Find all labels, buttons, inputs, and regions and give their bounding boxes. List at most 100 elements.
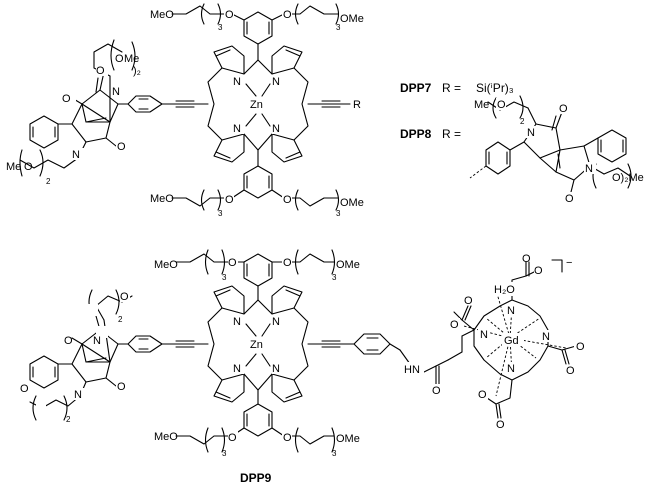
dpp8-o: O [565, 193, 574, 205]
top-peg-me: Me [124, 53, 139, 65]
bottom-peg-o: O [20, 383, 29, 395]
bottom-repeat-count: 3 [332, 273, 337, 282]
amide-hn: HN [404, 364, 420, 376]
bottom-repeat-count: 3 [332, 449, 337, 458]
top-dpp-n: N [112, 86, 120, 98]
dpp7-label: DPP7 [400, 81, 432, 95]
top-peg-repeat: 2 [46, 177, 51, 186]
dota-n: N [542, 331, 550, 343]
top-meso-phenyl-up [171, 3, 340, 61]
dpp8-label: DPP8 [400, 127, 432, 141]
bottom-ether-o: O [283, 257, 292, 269]
charge-label: − [566, 257, 572, 269]
dpp7-r-group: Si(ⁱPr)₃ [476, 81, 514, 95]
bottom-meso-phenyl-down [175, 389, 336, 453]
top-dpp-o: O [62, 93, 71, 105]
top-n-atom: N [272, 123, 280, 135]
bottom-n-atom: N [272, 363, 280, 375]
top-zn-atom: Zn [250, 99, 263, 111]
top-dpp-n: N [72, 149, 80, 161]
bottom-molecule: N N N N Zn MeO O O 3 3 OMe [20, 249, 585, 485]
water-ligand: H₂O [494, 284, 515, 296]
top-ome-label: OMe [340, 197, 364, 209]
dpp8-r-structure [469, 95, 632, 197]
dota-o: O [478, 389, 487, 401]
bottom-dpp-o: O [117, 381, 126, 393]
dota-n: N [507, 363, 515, 375]
top-n-atom: N [233, 123, 241, 135]
bottom-ether-o: O [228, 432, 237, 444]
dpp8-n: N [585, 163, 593, 175]
amide-o: O [432, 385, 441, 397]
r-group-label: R [353, 99, 361, 111]
dpp8-peg-o: O [497, 99, 506, 111]
top-repeat-count: 3 [218, 23, 223, 32]
top-ome-label: OMe [340, 13, 364, 25]
dpp9-label: DPP9 [240, 471, 272, 485]
top-peg-o: O [24, 161, 33, 173]
top-molecule: N N N N Zn MeO O O 3 3 OMe [6, 3, 364, 218]
bottom-ome-label: OMe [336, 259, 360, 271]
top-ether-o: O [283, 9, 292, 21]
dpp7-r-prefix: R = [442, 81, 461, 95]
bottom-meso-phenyl-up [175, 249, 336, 301]
top-meo-label: MeO [150, 9, 174, 21]
dota-n: N [507, 305, 515, 317]
dota-o: O [496, 419, 505, 431]
bottom-meo-label: MeO [154, 431, 178, 443]
dpp8-me: Me [474, 99, 489, 111]
top-peg-me: Me [6, 161, 21, 173]
top-peg-repeat: )₂ [133, 65, 141, 77]
bottom-meo-label: MeO [154, 259, 178, 271]
top-left-alkyne [117, 95, 209, 113]
bottom-n-atom: N [233, 316, 241, 328]
top-n-atom: N [272, 76, 280, 88]
bottom-right-linker [307, 329, 475, 385]
dota-o: O [566, 365, 575, 377]
top-repeat-count: 3 [336, 23, 341, 32]
bottom-ether-o: O [228, 257, 237, 269]
bottom-repeat-count: 3 [222, 449, 227, 458]
dpp8-o: O [559, 103, 568, 115]
top-repeat-count: 3 [336, 209, 341, 218]
top-right-alkyne [307, 100, 351, 108]
bottom-n-atom: N [272, 316, 280, 328]
bottom-dpp-o: O [64, 335, 73, 347]
bottom-ether-o: O [283, 432, 292, 444]
top-repeat-count: 3 [218, 209, 223, 218]
bottom-dpp-n: N [74, 389, 82, 401]
dpp8-peg-repeat: 2 [520, 117, 525, 126]
top-meo-label: MeO [150, 193, 174, 205]
bottom-n-atom: N [233, 363, 241, 375]
dota-o: O [464, 295, 473, 307]
dota-o: O [522, 253, 531, 265]
top-ether-o: O [225, 194, 234, 206]
bottom-repeat-count: 3 [222, 273, 227, 282]
r-group-legend: DPP7 R = Si(ⁱPr)₃ DPP8 R = [400, 81, 644, 205]
bottom-dpp-unit [29, 289, 133, 421]
dota-o: O [576, 341, 585, 353]
bottom-dpp-n: N [93, 335, 101, 347]
top-n-atom: N [233, 76, 241, 88]
top-meso-phenyl-down [171, 149, 340, 211]
dota-n: N [480, 329, 488, 341]
bottom-peg-o: O [120, 291, 129, 303]
top-dpp-unit [19, 39, 136, 177]
bottom-left-alkyne [117, 335, 209, 353]
bottom-peg-repeat: 2 [118, 315, 123, 324]
dpp8-r-prefix: R = [442, 127, 461, 141]
bottom-ome-label: OMe [336, 433, 360, 445]
top-ether-o: O [225, 9, 234, 21]
dota-o: O [450, 319, 459, 331]
gd-atom: Gd [504, 335, 519, 347]
top-peg-o: O [115, 53, 124, 65]
bottom-zn-atom: Zn [250, 339, 263, 351]
top-ether-o: O [283, 194, 292, 206]
top-dpp-o: O [96, 65, 105, 77]
dota-o: O [534, 265, 543, 277]
bottom-peg-repeat: 2 [66, 415, 71, 424]
dpp8-n: N [527, 127, 535, 139]
dpp8-peg-tail: O)₂Me [612, 172, 644, 184]
top-dpp-o: O [117, 141, 126, 153]
